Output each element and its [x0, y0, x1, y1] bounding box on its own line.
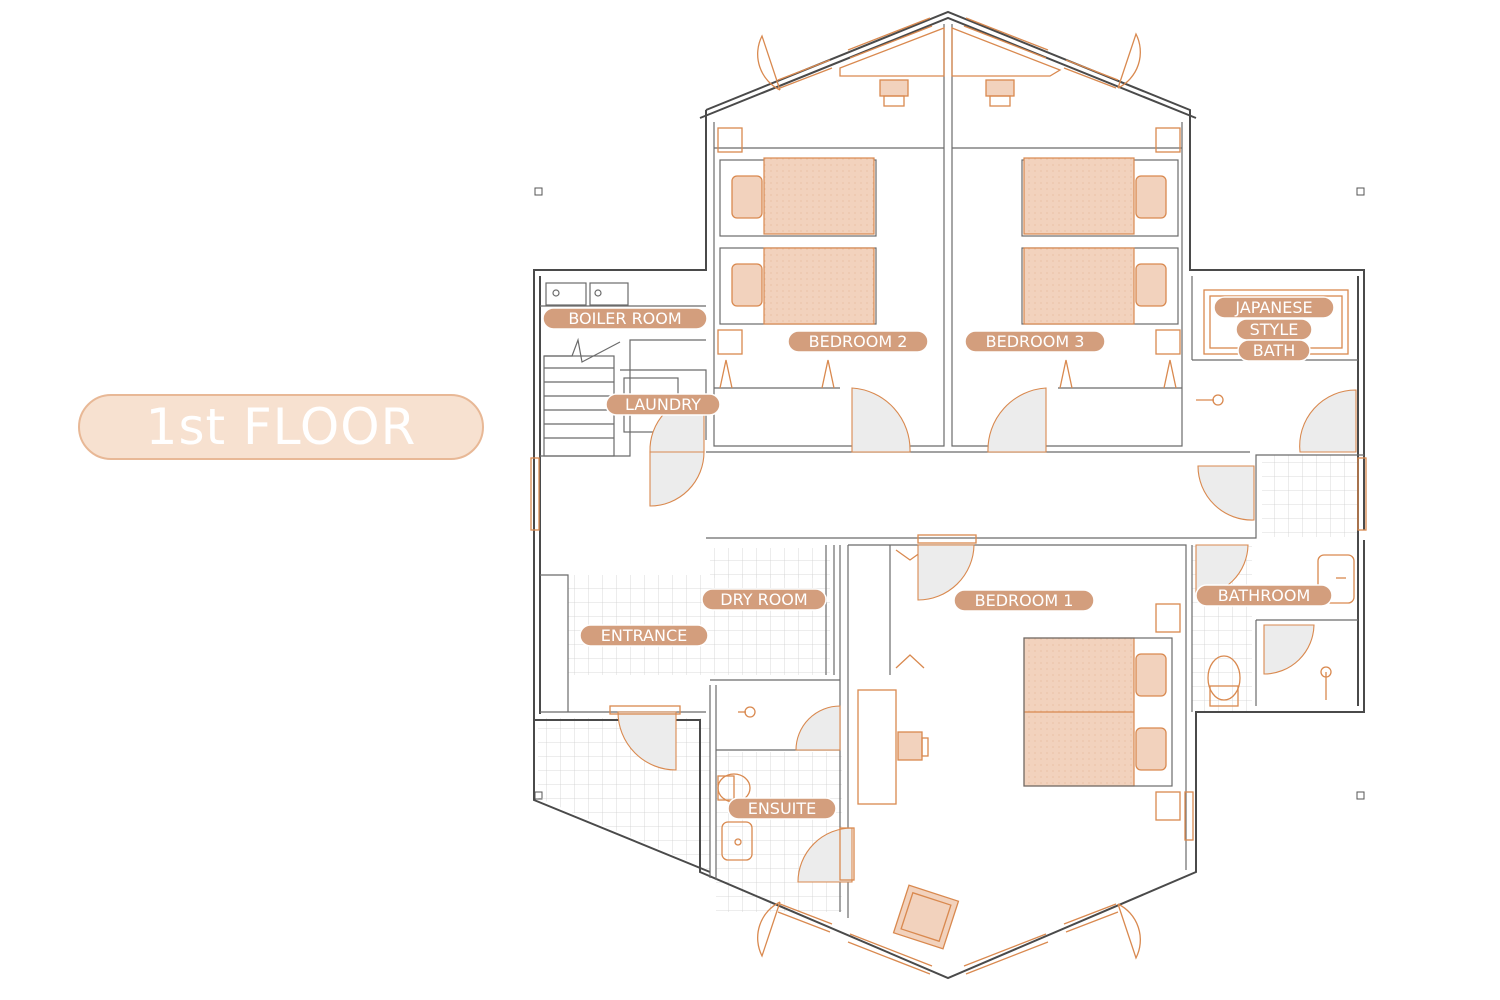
tiled-floors — [538, 455, 1358, 912]
room-label-japanese-style-bath: JAPANESE STYLE BATH — [1213, 296, 1335, 362]
bedroom-1-desk — [857, 689, 960, 950]
outer-walls — [533, 10, 1365, 980]
room-label-laundry: LAUNDRY — [605, 393, 721, 416]
bedroom-1-bed — [1023, 603, 1181, 821]
room-label-bedroom-3: BEDROOM 3 — [964, 330, 1106, 353]
room-label-bedroom-1: BEDROOM 1 — [953, 589, 1095, 612]
boiler-fixtures — [545, 282, 629, 306]
svg-text:BATHROOM: BATHROOM — [1218, 586, 1311, 605]
svg-text:BEDROOM 3: BEDROOM 3 — [986, 332, 1085, 351]
svg-text:BEDROOM 1: BEDROOM 1 — [975, 591, 1074, 610]
svg-text:ENSUITE: ENSUITE — [748, 799, 817, 818]
window-swing-arcs — [757, 32, 1141, 960]
room-label-boiler-room: BOILER ROOM — [542, 307, 708, 330]
room-label-ensuite: ENSUITE — [727, 797, 837, 820]
svg-text:DRY ROOM: DRY ROOM — [720, 590, 807, 609]
shower-tap — [1196, 394, 1224, 406]
svg-text:BOILER ROOM: BOILER ROOM — [568, 309, 681, 328]
floor-label: 1st FLOOR — [78, 394, 484, 460]
floor-label-text: 1st FLOOR — [145, 398, 417, 456]
bedroom-3-beds — [1021, 127, 1181, 355]
interior-walls — [540, 24, 1364, 918]
svg-text:LAUNDRY: LAUNDRY — [625, 395, 701, 414]
room-label-bathroom: BATHROOM — [1195, 584, 1333, 607]
svg-text:BEDROOM 2: BEDROOM 2 — [809, 332, 908, 351]
room-label-dry-room: DRY ROOM — [701, 588, 827, 611]
room-label-entrance: ENTRANCE — [579, 624, 709, 647]
doors — [617, 387, 1357, 883]
bedroom-2-beds — [717, 127, 877, 355]
room-label-bedroom-2: BEDROOM 2 — [787, 330, 929, 353]
svg-text:ENTRANCE: ENTRANCE — [601, 626, 688, 645]
top-window-desks — [839, 27, 1062, 107]
bathroom-fixtures — [1207, 554, 1355, 707]
svg-text:STYLE: STYLE — [1250, 320, 1299, 339]
windows — [530, 17, 1367, 975]
svg-text:JAPANESE: JAPANESE — [1234, 298, 1312, 317]
svg-text:BATH: BATH — [1253, 341, 1295, 360]
